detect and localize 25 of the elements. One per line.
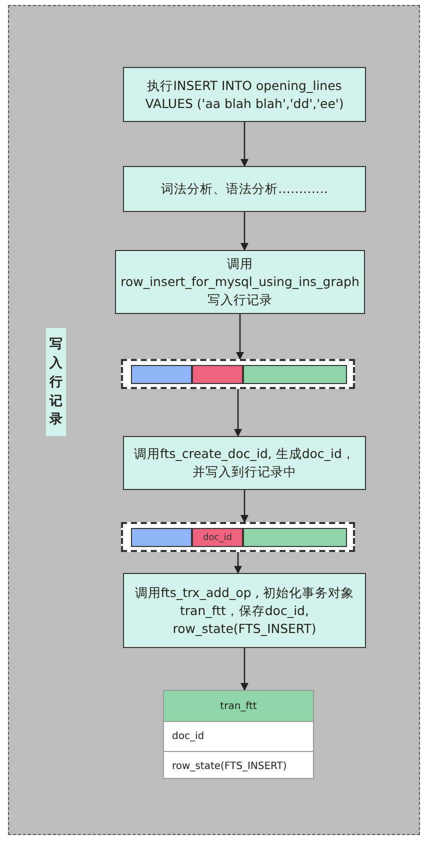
field-segment: doc_id [192,528,243,547]
record-bar [121,522,355,552]
record-bar [121,359,355,389]
table-header: tran_ftt [164,691,313,721]
step-text: 调用fts_create_doc_id, 生成doc_id，并写入到行记录中 [133,445,356,481]
step-text: 词法分析、语法分析………… [161,180,328,198]
struct-table [163,690,314,779]
arrow [240,490,248,523]
arrow [236,314,244,360]
table-row: doc_id [164,721,313,751]
side-band [46,328,66,436]
arrow [234,389,242,437]
arrow [240,648,248,691]
process-box [123,166,366,212]
arrow [240,212,248,251]
process-box [123,573,366,648]
step-text: 调用 row_insert_for_mysql_using_ins_graph 写入行记录 [120,255,360,309]
step-text: 调用fts_trx_add_op , 初始化事务对象 tran_ftt，保存doc_id, row_state(FTS_INSERT) [134,584,356,638]
vertical-label: 写入行记录 [50,336,62,430]
process-box [123,436,366,490]
table-row: row_state(FTS_INSERT) [164,751,313,781]
step-text: 执行INSERT INTO opening_lines VALUES ('aa blah blah','dd','ee') [144,76,345,112]
arrow [234,552,242,574]
process-box [123,67,366,122]
arrow [240,122,248,167]
